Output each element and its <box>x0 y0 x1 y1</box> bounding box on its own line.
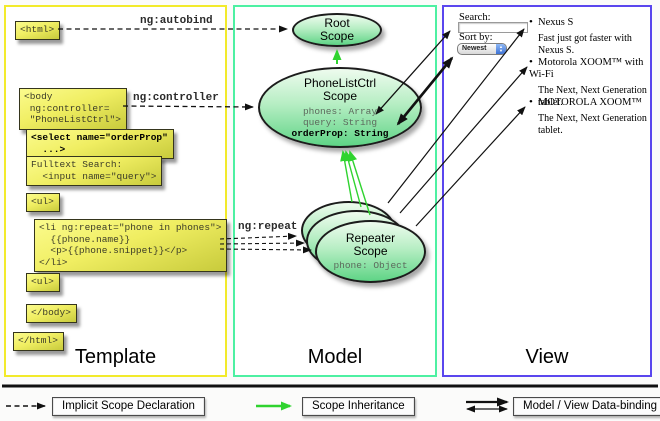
code-select-orderprop: <select name="orderProp" ...> <box>26 129 174 159</box>
phone-list-item: MOTOROLA XOOM™ The Next, Next Generation… <box>529 96 649 137</box>
bullet-icon <box>529 96 538 109</box>
repeater-scope-ellipse-front: Repeater Scope phone: Object <box>315 220 426 283</box>
prop-orderprop-string: orderProp: String <box>291 127 389 139</box>
label-ng-repeat: ng:repeat <box>238 221 298 233</box>
phonelistctrl-scope-title: PhoneListCtrl Scope <box>303 75 377 103</box>
model-column: Model <box>233 5 437 377</box>
bullet-icon <box>529 16 538 29</box>
code-body-close: </body> <box>26 304 77 323</box>
root-scope-title: Root Scope <box>319 16 355 43</box>
sort-dropdown-value: Newest <box>462 45 487 52</box>
root-scope-ellipse: Root Scope <box>292 13 382 47</box>
view-column-label: View <box>525 346 569 368</box>
model-column-label: Model <box>307 346 363 368</box>
sort-dropdown[interactable]: Newest ▲▼ <box>457 43 507 55</box>
prop-query-string: query: String <box>302 116 378 128</box>
code-body-open: <body ng:controller= "PhoneListCtrl"> <box>19 88 127 130</box>
label-ng-autobind: ng:autobind <box>140 15 213 27</box>
phone-item-desc: Fast just got faster with Nexus S. <box>538 33 632 56</box>
dropdown-stepper-icon: ▲▼ <box>496 44 506 54</box>
template-column-label: Template <box>74 346 157 368</box>
phone-item-title: Nexus S <box>529 16 649 29</box>
phone-item-desc: The Next, Next Generation tablet. <box>538 113 647 136</box>
bullet-icon <box>529 56 538 69</box>
search-input[interactable] <box>458 22 528 33</box>
code-html-close: </html> <box>13 332 64 351</box>
legend-model-view-data-binding: Model / View Data-binding <box>513 397 660 416</box>
phone-list-item: Motorola XOOM™ with Wi-Fi The Next, Next… <box>529 56 649 109</box>
code-ul-open: <ul> <box>26 193 60 212</box>
code-li-repeat: <li ng:repeat="phone in phones"> {{phone… <box>34 219 228 272</box>
search-label: Search: <box>459 12 491 23</box>
prop-phone-object: phone: Object <box>333 260 408 271</box>
code-ul-close: <ul> <box>26 273 60 292</box>
legend-scope-inheritance: Scope Inheritance <box>302 397 415 416</box>
code-html-open: <html> <box>15 21 61 40</box>
phone-list-item: Nexus S Fast just got faster with Nexus … <box>529 16 649 57</box>
repeater-scope-title: Repeater Scope <box>345 231 396 258</box>
phone-item-title: Motorola XOOM™ with Wi-Fi <box>529 56 649 81</box>
label-ng-controller: ng:controller <box>133 92 219 104</box>
phonelistctrl-scope-ellipse: PhoneListCtrl Scope phones: Array query:… <box>258 67 422 148</box>
code-fulltext-search: Fulltext Search: <input name="query"> <box>26 156 163 186</box>
phone-item-title: MOTOROLA XOOM™ <box>529 96 649 109</box>
sort-by-label: Sort by: <box>459 32 493 43</box>
prop-phones-array: phones: Array <box>302 105 378 117</box>
phone-item-desc: The Next, Next Generation tablet. <box>538 85 647 108</box>
legend-implicit-scope-declaration: Implicit Scope Declaration <box>52 397 205 416</box>
